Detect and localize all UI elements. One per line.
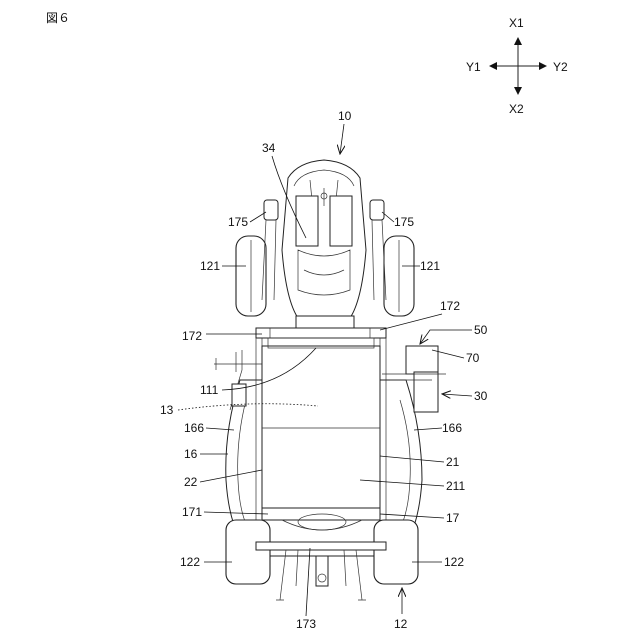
label-166-left: 166 [184,421,204,435]
rear-wheel-right [374,520,418,584]
axis-label-x1: X1 [509,16,524,30]
front-cowl [282,160,366,318]
rear-wheel-left [226,520,270,584]
axis-label-y1: Y1 [466,60,481,74]
axis-label-y2: Y2 [553,60,568,74]
front-bracket-right [370,200,384,220]
direction-compass: X1 X2 Y1 Y2 [466,16,568,116]
label-211: 211 [446,479,465,493]
label-21: 21 [446,455,460,469]
label-30: 30 [474,389,488,403]
device-box-30 [414,372,438,412]
label-175-left: 175 [228,215,248,229]
label-172-left: 172 [182,329,202,343]
rear-crossbar-173 [256,542,386,550]
label-171: 171 [182,505,202,519]
front-step [296,316,354,328]
front-crossbar [256,328,386,338]
label-172-right: 172 [440,299,460,313]
label-17: 17 [446,511,460,525]
axis-label-x2: X2 [509,102,524,116]
seat-left [296,196,318,246]
front-bracket-left [264,200,278,220]
label-13: 13 [160,403,174,417]
label-175-right: 175 [394,215,414,229]
label-122-left: 122 [180,555,200,569]
label-12: 12 [394,617,408,631]
seat-right [330,196,352,246]
rear-hitch [316,556,328,586]
figure-title: 図６ [46,11,70,25]
left-lamp [232,384,246,406]
label-121-left: 121 [200,259,220,273]
cargo-container [262,346,380,508]
label-111: 111 [200,383,219,397]
label-173: 173 [296,617,316,631]
label-22: 22 [184,475,198,489]
label-122-right: 122 [444,555,464,569]
label-166-right: 166 [442,421,462,435]
label-50: 50 [474,323,488,337]
label-16: 16 [184,447,198,461]
label-10: 10 [338,109,352,123]
label-121-right: 121 [420,259,440,273]
label-70: 70 [466,351,480,365]
label-34: 34 [262,141,276,155]
